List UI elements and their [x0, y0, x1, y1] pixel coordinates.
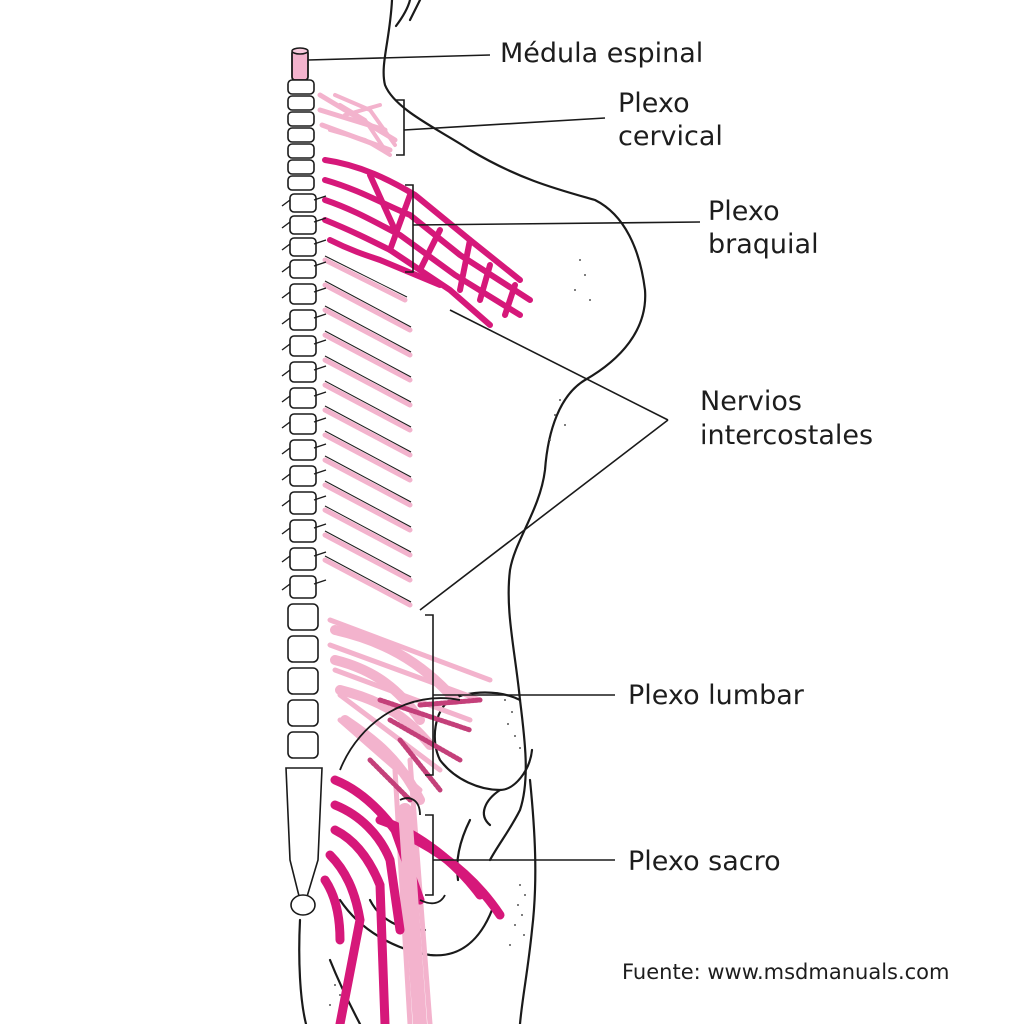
label-intercostal-nerves-line2: intercostales	[700, 420, 874, 451]
thoracic-vertebrae	[289, 193, 317, 599]
body-outline	[298, 0, 647, 1026]
label-intercostal-nerves-line1: Nervios	[700, 386, 802, 417]
label-brachial-plexus-line1: Plexo	[708, 196, 780, 227]
sacral-bracket	[425, 814, 434, 896]
cervical-plexus	[328, 93, 397, 157]
label-spinal-cord: Médula espinal	[500, 38, 704, 69]
sciatic-nerve	[398, 803, 427, 1029]
lumbar-plexus-stipple	[367, 697, 483, 803]
lumbar-vertebrae	[287, 603, 319, 759]
brachial-bracket	[405, 184, 414, 273]
intercostal-nerves	[317, 92, 493, 1027]
intercostal-nerve-outlines	[324, 255, 412, 603]
spinal-cord-leader	[307, 54, 491, 61]
intercostal-leader-lower	[419, 419, 669, 611]
label-lumbar-plexus: Plexo lumbar	[628, 680, 804, 711]
label-cervical-plexus-line2: cervical	[618, 121, 723, 152]
vertebral-column	[285, 79, 323, 916]
label-cervical-plexus-line1: Plexo	[618, 88, 690, 119]
sacrum	[285, 767, 323, 916]
label-sacral-plexus: Plexo sacro	[628, 846, 781, 877]
cervical-bracket	[396, 99, 405, 156]
cervical-leader	[403, 117, 606, 131]
cervical-vertebrae	[287, 79, 315, 191]
source-credit: Fuente: www.msdmanuals.com	[622, 960, 950, 984]
label-brachial-plexus-line2: braquial	[708, 229, 819, 260]
pelvis	[339, 697, 461, 905]
lumbar-bracket	[425, 614, 434, 776]
intercostal-leader-upper	[449, 309, 669, 421]
spinal-cord	[291, 47, 309, 81]
brachial-leader	[412, 221, 701, 226]
stipple-shading	[329, 259, 591, 1013]
brachial-plexus	[322, 157, 533, 328]
vertebra-processes	[281, 195, 327, 591]
leader-lines	[307, 54, 701, 896]
